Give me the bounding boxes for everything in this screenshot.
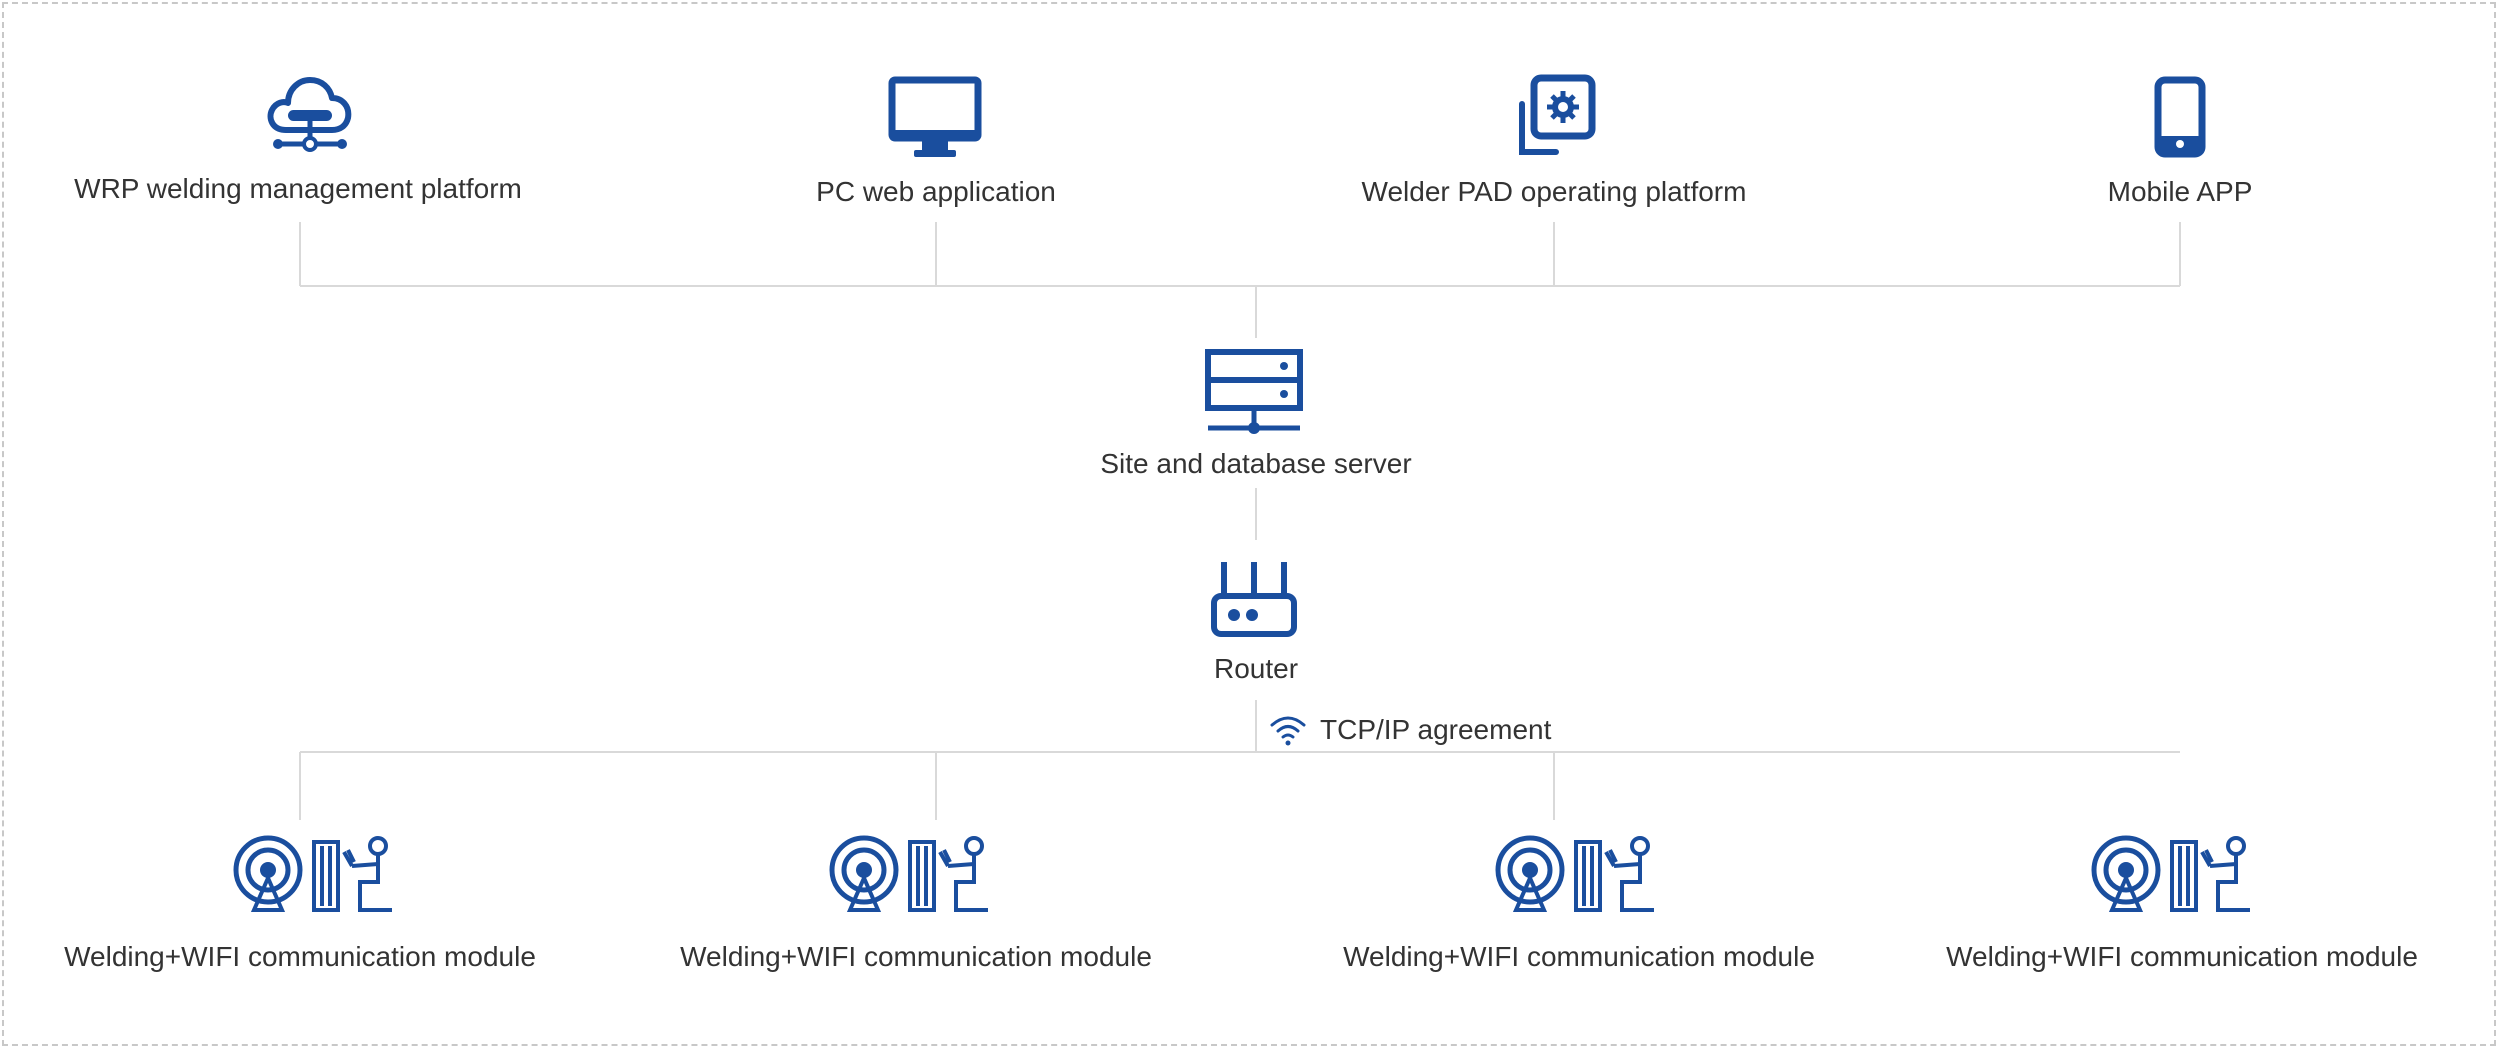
smartphone-icon [2154,76,2206,158]
server-icon [1204,348,1304,436]
welder-antenna-icon [232,832,398,914]
welder-antenna-icon [1494,832,1660,914]
node-label-pc-web: PC web application [816,176,1056,207]
router-label: Router [1213,653,1299,684]
module-label-1: Welding+WIFI communication module [64,941,536,972]
node-label-wrp: WRP welding management platform [74,173,522,204]
protocol-label: TCP/IP agreement [1320,714,1552,745]
module-label-3: Welding+WIFI communication module [1343,941,1815,972]
cloud-network-icon [266,76,352,158]
node-label-welder-pad: Welder PAD operating platform [1361,176,1747,207]
module-label-4: Welding+WIFI communication module [1946,941,2418,972]
welder-antenna-icon [828,832,994,914]
module-label-2: Welding+WIFI communication module [680,941,1152,972]
welder-antenna-icon [2090,832,2256,914]
monitor-icon [888,76,982,158]
server-label: Site and database server [1100,448,1412,479]
tablet-gear-icon [1514,74,1600,160]
router-icon [1210,558,1298,640]
wifi-icon [1268,713,1308,747]
protocol-note: TCP/IP agreement [1268,710,1551,750]
node-label-mobile-app: Mobile APP [2107,176,2253,207]
